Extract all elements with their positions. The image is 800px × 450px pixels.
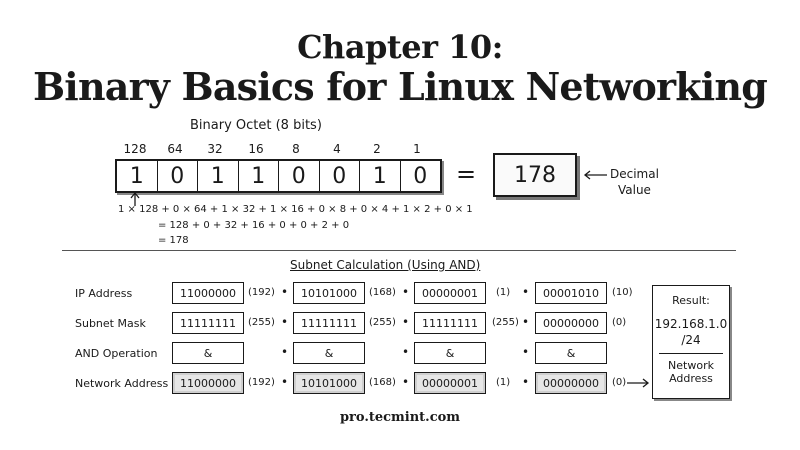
- place-value-64: 64: [167, 142, 183, 156]
- footer-site-url: pro.tecmint.com: [339, 410, 461, 425]
- ip-octet-1-decimal: (192): [248, 287, 275, 298]
- octet-separator: •: [281, 315, 289, 329]
- result-box: Result: 192.168.1.0 /24 Network Address: [652, 285, 730, 399]
- decimal-value-label: Decimal Value: [610, 166, 659, 198]
- calc-line-3: = 178: [158, 235, 189, 246]
- result-caption-line1: Network: [668, 359, 714, 372]
- place-value-32: 32: [207, 142, 223, 156]
- row-label-subnet-mask: Subnet Mask: [75, 317, 146, 330]
- network-octet-1-decimal: (192): [248, 377, 275, 388]
- arrow-up-icon: [130, 191, 140, 206]
- octet-separator: •: [522, 315, 530, 329]
- octet-separator: •: [402, 375, 410, 389]
- mask-octet-3-decimal: (255): [492, 317, 519, 328]
- decimal-value-box: 178: [493, 153, 577, 197]
- ip-octet-2: 10101000: [293, 282, 365, 304]
- result-divider: [659, 353, 723, 354]
- ip-octet-4: 00001010: [535, 282, 607, 304]
- network-octet-2: 10101000: [293, 372, 365, 394]
- octet-separator: •: [522, 285, 530, 299]
- calc-line-1: 1 × 128 + 0 × 64 + 1 × 32 + 1 × 16 + 0 ×…: [118, 204, 473, 215]
- octet-separator: •: [281, 285, 289, 299]
- result-network-ip: 192.168.1.0: [654, 317, 728, 331]
- row-label-network-address: Network Address: [75, 377, 169, 390]
- calc-line-2: = 128 + 0 + 32 + 16 + 0 + 0 + 2 + 0: [158, 220, 350, 231]
- binary-octet-row: 1 0 1 1 0 0 1 0: [115, 159, 442, 193]
- result-caption-line2: Address: [669, 372, 713, 385]
- row-label-and-operation: AND Operation: [75, 347, 158, 360]
- bit-cell: 0: [279, 161, 320, 191]
- ip-octet-4-decimal: (10): [612, 287, 633, 298]
- equals-sign: =: [456, 160, 477, 188]
- mask-octet-2-decimal: (255): [369, 317, 396, 328]
- octet-separator: •: [522, 375, 530, 389]
- network-octet-3: 00000001: [414, 372, 486, 394]
- place-value-2: 2: [373, 142, 381, 156]
- page-title: Binary Basics for Linux Networking: [32, 64, 768, 109]
- mask-octet-2: 11111111: [293, 312, 365, 334]
- ip-octet-1: 11000000: [172, 282, 244, 304]
- place-value-128: 128: [123, 142, 147, 156]
- ip-octet-2-decimal: (168): [369, 287, 396, 298]
- and-operator: &: [535, 342, 607, 364]
- mask-octet-3: 11111111: [414, 312, 486, 334]
- bit-cell: 1: [360, 161, 401, 191]
- octet-separator: •: [281, 345, 289, 359]
- section-divider: [62, 250, 736, 251]
- decimal-label-line1: Decimal: [610, 167, 659, 181]
- bit-cell: 0: [158, 161, 198, 191]
- bit-cell: 1: [198, 161, 239, 191]
- place-value-8: 8: [292, 142, 300, 156]
- octet-separator: •: [402, 285, 410, 299]
- network-octet-1: 11000000: [172, 372, 244, 394]
- bit-cell: 0: [320, 161, 360, 191]
- result-heading: Result:: [672, 294, 710, 307]
- bit-cell: 1: [239, 161, 279, 191]
- place-value-16: 16: [248, 142, 264, 156]
- row-label-ip-address: IP Address: [75, 287, 133, 300]
- ip-octet-3-decimal: (1): [496, 287, 511, 298]
- decimal-label-line2: Value: [617, 183, 651, 197]
- chapter-heading: Chapter 10:: [297, 28, 503, 66]
- binary-octet-label: Binary Octet (8 bits): [190, 118, 322, 133]
- mask-octet-4-decimal: (0): [612, 317, 627, 328]
- result-cidr: /24: [681, 333, 701, 347]
- arrow-left-icon: [583, 170, 607, 180]
- and-operator: &: [414, 342, 486, 364]
- place-value-1: 1: [413, 142, 421, 156]
- network-octet-4: 00000000: [535, 372, 607, 394]
- octet-separator: •: [281, 375, 289, 389]
- octet-separator: •: [402, 315, 410, 329]
- and-operator: &: [172, 342, 244, 364]
- network-octet-3-decimal: (1): [496, 377, 511, 388]
- bit-cell: 1: [117, 161, 158, 191]
- network-octet-4-decimal: (0): [612, 377, 627, 388]
- bit-cell: 0: [413, 163, 428, 189]
- mask-octet-4: 00000000: [535, 312, 607, 334]
- mask-octet-1-decimal: (255): [248, 317, 275, 328]
- arrow-right-icon: [627, 378, 650, 388]
- octet-separator: •: [522, 345, 530, 359]
- and-operator: &: [293, 342, 365, 364]
- mask-octet-1: 11111111: [172, 312, 244, 334]
- ip-octet-3: 00000001: [414, 282, 486, 304]
- octet-separator: •: [402, 345, 410, 359]
- network-octet-2-decimal: (168): [369, 377, 396, 388]
- subnet-section-title: Subnet Calculation (Using AND): [290, 258, 481, 272]
- place-value-4: 4: [333, 142, 341, 156]
